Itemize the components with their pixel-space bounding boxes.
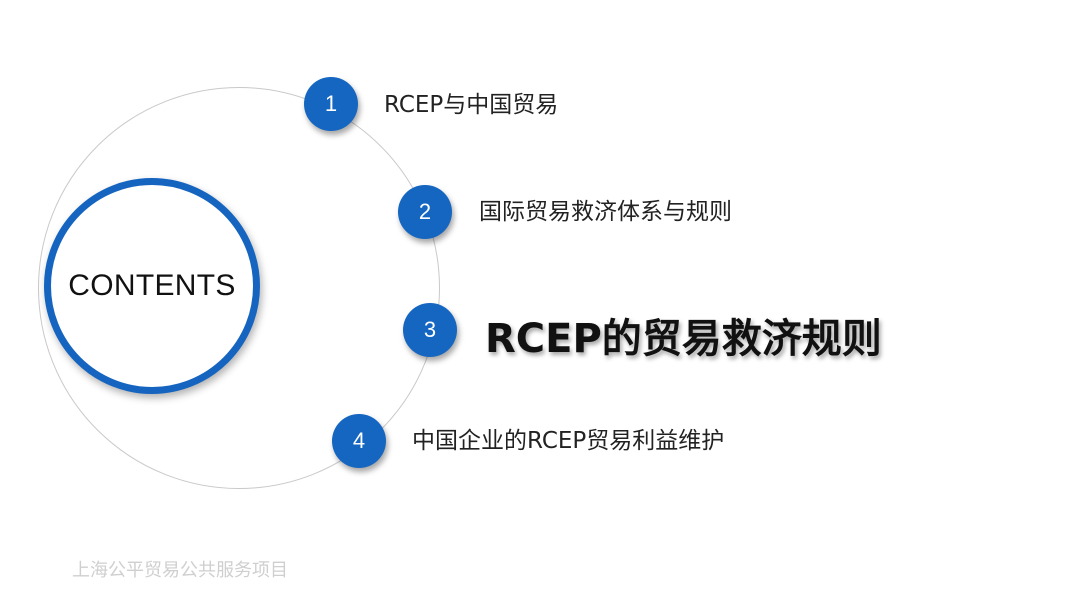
item-3-label[interactable]: RCEP的贸易救济规则	[485, 316, 882, 362]
item-1-label[interactable]: RCEP与中国贸易	[384, 92, 559, 118]
outer-ring-decoration	[38, 87, 440, 489]
item-2-label[interactable]: 国际贸易救济体系与规则	[479, 199, 732, 225]
item-3-number-badge: 3	[403, 303, 457, 357]
item-4-label[interactable]: 中国企业的RCEP贸易利益维护	[412, 428, 725, 454]
center-ring	[44, 178, 260, 394]
item-1-number-badge: 1	[304, 77, 358, 131]
item-2-number-badge: 2	[398, 185, 452, 239]
contents-title: CONTENTS	[68, 269, 236, 302]
footer-project-name: 上海公平贸易公共服务项目	[72, 560, 288, 581]
item-4-number-badge: 4	[332, 414, 386, 468]
